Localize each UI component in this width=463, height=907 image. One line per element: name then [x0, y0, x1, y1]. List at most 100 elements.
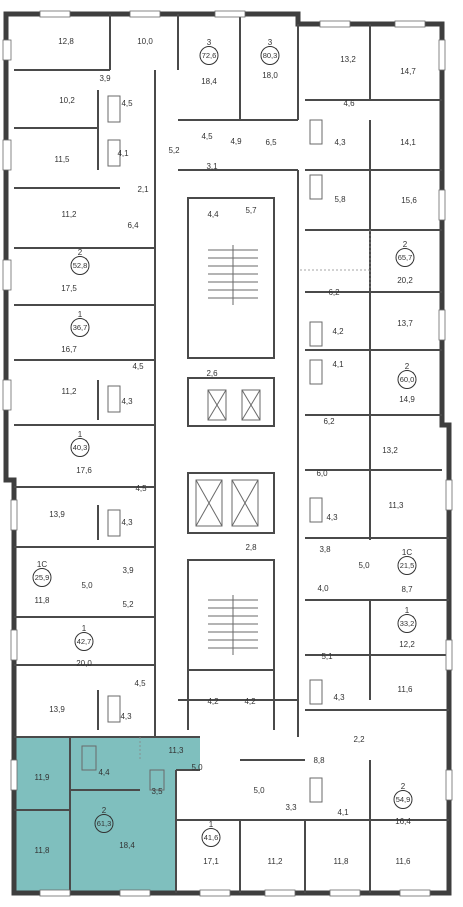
apartment-rooms: 1: [81, 624, 87, 633]
room-area: 3,8: [319, 545, 331, 554]
room-area: 4,2: [244, 697, 256, 706]
apartment-area: 21,5: [397, 556, 417, 575]
apartment-area: 80,3: [260, 46, 280, 65]
apartment-rooms: 2: [404, 362, 410, 371]
room-area: 11,3: [168, 746, 184, 755]
stair-top: [208, 245, 258, 305]
room-area: 17,6: [76, 466, 92, 475]
room-area: 13,9: [49, 510, 65, 519]
room-area: 6,5: [265, 138, 277, 147]
room-area: 20,2: [397, 276, 413, 285]
room-area: 4,2: [207, 697, 219, 706]
room-area: 13,7: [397, 319, 413, 328]
room-area: 5,0: [358, 561, 370, 570]
room-area: 8,8: [313, 756, 325, 765]
apartment-area: 60,0: [397, 370, 417, 389]
apartment-rooms: 1: [77, 310, 83, 319]
apartment-area: 42,7: [74, 632, 94, 651]
room-area: 6,2: [328, 288, 340, 297]
room-area: 4,1: [117, 149, 129, 158]
room-area: 5,8: [334, 195, 346, 204]
room-area: 5,0: [81, 581, 93, 590]
room-area: 17,1: [203, 857, 219, 866]
room-area: 4,3: [120, 712, 132, 721]
room-area: 12,8: [58, 37, 74, 46]
room-area: 5,0: [191, 763, 203, 772]
windows: [2, 10, 453, 897]
room-area: 5,0: [253, 786, 265, 795]
room-area: 4,3: [121, 397, 133, 406]
room-area: 11,9: [34, 773, 50, 782]
room-area: 12,2: [399, 640, 415, 649]
room-area: 10,2: [59, 96, 75, 105]
room-area: 2,2: [353, 735, 365, 744]
room-area: 4,5: [134, 679, 146, 688]
room-area: 4,6: [343, 99, 355, 108]
room-area: 6,4: [127, 221, 139, 230]
room-area: 4,5: [121, 99, 133, 108]
room-area: 4,4: [207, 210, 219, 219]
room-area: 4,5: [132, 362, 144, 371]
room-area: 2,1: [137, 185, 149, 194]
room-area: 14,9: [399, 395, 415, 404]
apartment-rooms: 2: [400, 782, 406, 791]
room-area: 2,8: [245, 543, 257, 552]
apartment-rooms: 1: [404, 606, 410, 615]
room-area: 11,8: [34, 596, 50, 605]
room-area: 4,1: [332, 360, 344, 369]
room-area: 4,4: [98, 768, 110, 777]
room-area: 4,3: [121, 518, 133, 527]
apartment-area: 72,6: [199, 46, 219, 65]
room-area: 4,3: [334, 138, 346, 147]
room-area: 4,1: [337, 808, 349, 817]
room-area: 3,3: [285, 803, 297, 812]
room-area: 13,2: [382, 446, 398, 455]
room-area: 4,3: [326, 513, 338, 522]
room-area: 15,6: [401, 196, 417, 205]
room-area: 4,3: [333, 693, 345, 702]
room-area: 5,7: [245, 206, 257, 215]
room-area: 5,2: [168, 146, 180, 155]
room-area: 5,2: [122, 600, 134, 609]
apartment-area: 52,8: [70, 256, 90, 275]
room-area: 4,0: [317, 584, 329, 593]
left-partitions: [14, 14, 241, 738]
apartment-area: 41,6: [201, 828, 221, 847]
room-area: 11,2: [61, 210, 77, 219]
room-area: 3,9: [122, 566, 134, 575]
right-partitions: [297, 24, 449, 893]
room-area: 18,4: [201, 77, 217, 86]
apartment-area: 54,9: [393, 790, 413, 809]
room-area: 4,5: [135, 484, 147, 493]
room-area: 3,1: [206, 162, 218, 171]
room-area: 2,6: [206, 369, 218, 378]
apartment-area: 36,7: [70, 318, 90, 337]
apartment-rooms: 3: [267, 38, 273, 47]
room-area: 13,2: [340, 55, 356, 64]
apartment-area: 40,3: [70, 438, 90, 457]
bottom-partitions: [14, 737, 449, 893]
apartment-rooms: 2: [77, 248, 83, 257]
room-area: 4,5: [201, 132, 213, 141]
apartment-rooms: 1: [77, 430, 83, 439]
room-area: 11,2: [61, 387, 77, 396]
room-area: 20,0: [76, 659, 92, 668]
room-area: 11,6: [397, 685, 413, 694]
room-area: 18,4: [119, 841, 135, 850]
apartment-rooms: 1С: [401, 548, 413, 557]
